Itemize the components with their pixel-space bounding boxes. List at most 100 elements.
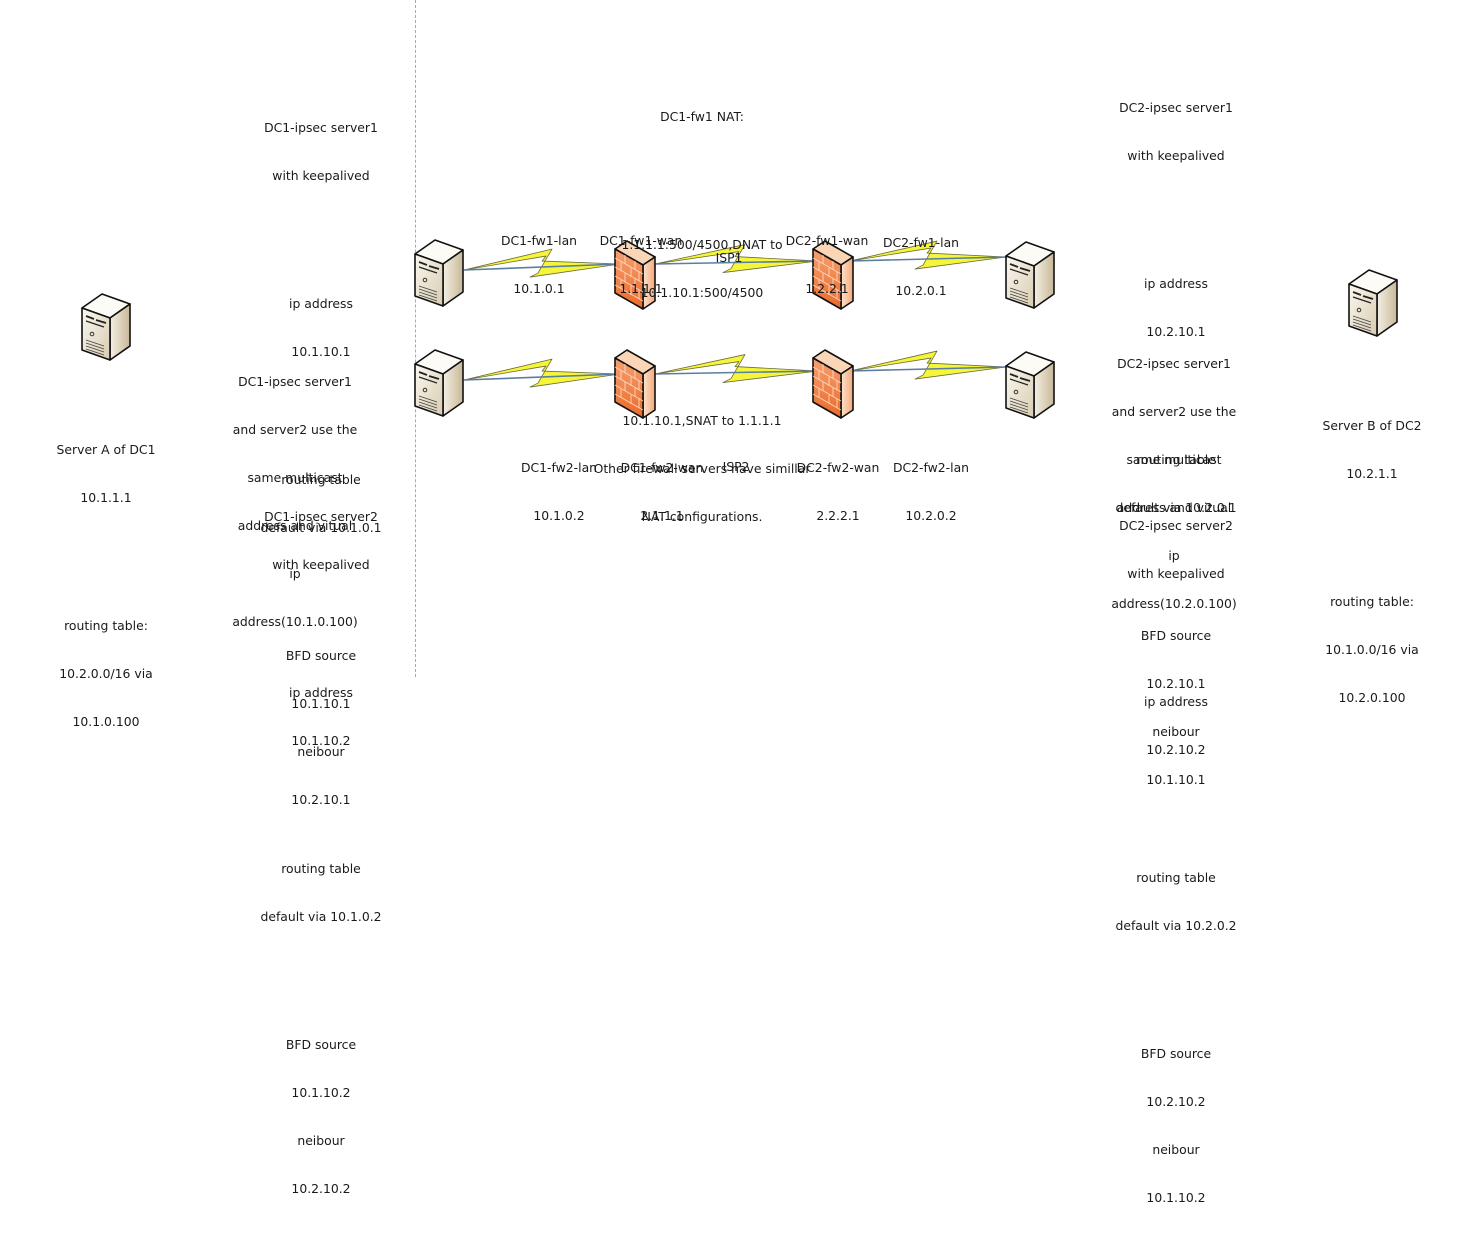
info-line: ip address [289,685,353,700]
nat-line: DC1-fw1 NAT: [660,109,744,124]
info-line: 10.2.10.1 [1146,324,1206,339]
server-b-routing-line: 10.1.0.0/16 via [1325,642,1419,657]
isp-name: ISP2 [722,459,750,474]
note-line: and server2 use the [1111,404,1237,419]
info-line: BFD source [285,648,357,663]
info-line: with keepalived [272,557,370,572]
lightning-bolt-icon [463,358,621,388]
dc1-fw1-lan-label: DC1-fw1-lan 10.1.0.1 [501,201,577,313]
dc2-ipsec-server2-icon [1005,351,1055,419]
dc1-ipsec-server2-info: DC1-ipsec server2 with keepalived ip add… [260,445,381,1245]
info-line: ip address [289,296,353,311]
dc1-ipsec-server2-to-dc1-fw2-link [463,358,621,388]
dc1-ipsec-server2-icon [414,349,464,417]
info-line: with keepalived [272,168,370,183]
server-a-title: Server A of DC1 [56,442,156,457]
info-line: DC2-ipsec server2 [1119,518,1233,533]
dc2-fw2-lan-label: DC2-fw2-lan 10.2.0.2 [893,428,969,540]
info-line: routing table [1136,452,1216,467]
note-line: DC1-ipsec server1 [238,374,352,389]
info-line: default via 10.1.0.1 [260,520,382,535]
dc1-ipsec-server1-to-dc1-fw1-link [463,248,621,278]
link-line [849,256,1007,262]
note-line: address and vitual [237,518,353,533]
dc1-fw2-lan-label: DC1-fw2-lan 10.1.0.2 [521,428,597,540]
interface-name: DC1-fw1-lan [500,233,578,248]
server-a-label: Server A of DC1 10.1.1.1 routing table: … [57,378,156,778]
interface-ip: 10.2.0.2 [905,508,957,523]
server-b-icon [1348,269,1398,337]
nat-line: NAT configurations. [641,509,763,524]
lightning-bolt-icon [849,350,1007,380]
info-line: BFD source [285,1037,357,1052]
nat-line: 10.1.10.1,SNAT to 1.1.1.1 [622,413,782,428]
isp2-label: ISP2 [723,427,750,491]
interface-name: DC2-fw1-lan [882,235,960,250]
dc1-fw1-wan-label: DC1-fw1-wan 1.1.1.1 [600,201,683,313]
info-line: 10.1.10.2 [291,733,351,748]
note-line: same multicast [1126,452,1222,467]
note-line: address(10.2.0.100) [1111,596,1237,611]
info-line: BFD source [1140,1046,1212,1061]
nat-line: 10.1.10.1:500/4500 [640,285,764,300]
note-line: same multicast [247,470,343,485]
interface-ip: 1.1.1.1 [619,281,663,296]
info-line: with keepalived [1127,566,1225,581]
interface-name: DC1-fw2-lan [520,460,598,475]
nat-note: DC1-fw1 NAT: 1.1.1.1:500/4500,DNAT to 10… [594,45,811,573]
info-line: 10.1.10.2 [291,1085,351,1100]
info-line: DC2-ipsec server1 [1119,100,1233,115]
isp1-label: ISP1 [716,218,743,282]
dc1-fw2-isp2-link [654,354,819,383]
note-line: DC2-ipsec server1 [1117,356,1231,371]
info-line: default via 10.2.0.2 [1115,918,1237,933]
info-line: DC1-ipsec server1 [264,120,378,135]
link-line [654,370,819,375]
dc2-fw2-wan-label: DC2-fw2-wan 2.2.2.1 [797,428,880,540]
info-line: with keepalived [1127,148,1225,163]
info-line: routing table [281,861,361,876]
interface-name: DC2-fw1-wan [785,233,869,248]
interface-ip: 10.2.0.1 [895,283,947,298]
dc1-fw1-isp1-link [654,244,819,273]
lightning-bolt-icon [654,354,819,383]
link-line [463,373,621,381]
info-line: neibour [297,1133,345,1148]
server-b-routing-line: 10.2.0.100 [1338,690,1406,705]
info-line: ip address [1144,694,1208,709]
interface-ip: 2.2.2.1 [816,508,860,523]
info-line: ip address [1144,276,1208,291]
interface-name: DC2-fw2-wan [796,460,880,475]
note-line: and server2 use the [232,422,358,437]
link-line [849,366,1007,372]
note-line: address(10.1.0.100) [232,614,358,629]
interface-ip: 1.2.2.1 [805,281,849,296]
dc1-fw2-wan-label: DC1-fw2-wan 2.1.1.1 [621,428,704,540]
server-a-routing-line: 10.2.0.0/16 via [59,666,153,681]
note-line: ip [289,566,301,581]
dc1-ipsec-server1-icon [414,239,464,307]
interface-name: DC1-fw1-wan [599,233,683,248]
server-a-routing-line: 10.1.0.100 [72,714,140,729]
dc2-shared-vip-note: DC2-ipsec server1 and server2 use the sa… [1111,292,1236,660]
note-line: address and vitual [1116,500,1232,515]
info-line: default via 10.1.0.2 [260,909,382,924]
server-a-icon [81,293,131,361]
lightning-bolt-icon [654,244,819,273]
interface-ip: 10.1.0.1 [513,281,565,296]
datacenter-separator-line [415,0,416,677]
info-line: 10.2.10.2 [291,1181,351,1196]
info-line: 10.2.10.2 [1146,1094,1206,1109]
dc2-fw2-to-dc2-ipsec-server2-link [849,350,1007,380]
link-line [654,260,819,265]
server-a-routing-label: routing table: [64,618,148,633]
info-line: routing table [281,472,361,487]
dc2-fw2-firewall-icon [812,349,854,419]
interface-ip: 10.1.0.2 [533,508,585,523]
server-a-ip: 10.1.1.1 [80,490,132,505]
interface-name: DC2-fw2-lan [892,460,970,475]
network-diagram [81,239,1398,419]
info-line: routing table [1136,870,1216,885]
nat-line: 1.1.1.1:500/4500,DNAT to [621,237,783,252]
server-b-title: Server B of DC2 [1322,418,1422,433]
